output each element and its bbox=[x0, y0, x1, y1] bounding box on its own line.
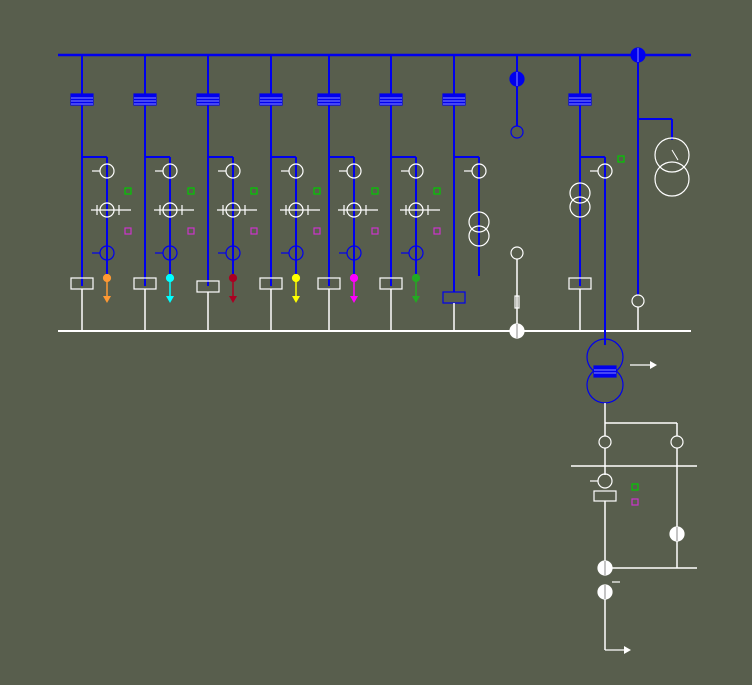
feeder-bay bbox=[259, 55, 321, 331]
breaker-symbol bbox=[590, 473, 613, 489]
current-transformer-icon bbox=[154, 202, 194, 218]
disconnector-symbol bbox=[568, 93, 592, 106]
load-arrow-icon bbox=[291, 273, 301, 303]
current-transformer-icon bbox=[280, 202, 320, 218]
bus-coupler-lower-switch bbox=[510, 246, 524, 260]
current-transformer-icon bbox=[91, 202, 131, 218]
status-indicator-green bbox=[124, 187, 132, 195]
load-arrow-icon bbox=[165, 273, 175, 303]
transformer-incomer-bay bbox=[568, 55, 657, 423]
breaker-symbol bbox=[155, 245, 178, 261]
breaker-symbol bbox=[339, 163, 362, 179]
status-indicator-green bbox=[371, 187, 379, 195]
load-arrow-icon bbox=[228, 273, 238, 303]
status-indicator-green bbox=[433, 187, 441, 195]
status-indicator-green bbox=[313, 187, 321, 195]
status-indicator-green bbox=[617, 155, 625, 163]
disconnector-symbol bbox=[442, 93, 466, 106]
breaker-symbol bbox=[590, 163, 613, 179]
station-breaker-icon bbox=[630, 47, 646, 63]
load-arrow-icon bbox=[349, 273, 359, 303]
lv-switch bbox=[670, 435, 684, 449]
breaker-symbol bbox=[155, 163, 178, 179]
breaker-symbol bbox=[401, 163, 424, 179]
status-indicator-magenta bbox=[313, 227, 321, 235]
status-indicator-green bbox=[187, 187, 195, 195]
lv-feeder-breaker-icon bbox=[597, 584, 613, 600]
load-arrow-icon bbox=[102, 273, 112, 303]
status-indicator-green bbox=[250, 187, 258, 195]
station-transformer-icon bbox=[654, 137, 690, 197]
reserve-disconnector bbox=[442, 291, 466, 304]
outgoing-arrow-icon bbox=[630, 361, 657, 369]
reserve-bus-breaker-icon bbox=[509, 323, 525, 339]
load-arrow-icon bbox=[411, 273, 421, 303]
lv-tie-breaker-icon bbox=[669, 526, 685, 542]
lv-switch bbox=[598, 435, 612, 449]
status-indicator-green bbox=[631, 483, 639, 491]
breaker-symbol bbox=[281, 163, 304, 179]
breaker-symbol bbox=[339, 245, 362, 261]
breaker-symbol bbox=[281, 245, 304, 261]
status-indicator-magenta bbox=[187, 227, 195, 235]
station-transformer-bay bbox=[630, 47, 690, 331]
status-indicator-magenta bbox=[433, 227, 441, 235]
station-switch bbox=[631, 294, 645, 308]
status-indicator-magenta bbox=[371, 227, 379, 235]
feeder-bay bbox=[379, 55, 441, 331]
bus-coupler-switch bbox=[510, 125, 524, 139]
bus-coupler-fuse bbox=[514, 295, 520, 309]
lv-disconnector bbox=[593, 490, 617, 502]
lv-section bbox=[571, 422, 697, 654]
feeder-bay bbox=[196, 55, 258, 331]
lv-outgoing-arrow-icon bbox=[605, 646, 631, 654]
lv-incomer-breaker-icon bbox=[597, 560, 613, 576]
current-transformer-icon bbox=[217, 202, 257, 218]
disconnector-symbol bbox=[317, 93, 341, 106]
feeder-bay bbox=[133, 55, 195, 331]
disconnector-symbol bbox=[379, 93, 403, 106]
current-transformer-icon bbox=[400, 202, 440, 218]
breaker-symbol bbox=[92, 245, 115, 261]
breaker-symbol bbox=[464, 163, 487, 179]
status-indicator-magenta bbox=[250, 227, 258, 235]
bus-coupler-bay bbox=[509, 55, 525, 339]
feeder-bay bbox=[317, 55, 379, 331]
breaker-symbol bbox=[92, 163, 115, 179]
voltage-transformer-icon bbox=[468, 211, 490, 247]
step-down-transformer-icon bbox=[586, 338, 624, 404]
breaker-symbol bbox=[401, 245, 424, 261]
voltage-transformer-bay bbox=[442, 55, 490, 331]
status-indicator-magenta bbox=[631, 498, 639, 506]
breaker-symbol bbox=[218, 245, 241, 261]
disconnector-symbol bbox=[196, 93, 220, 106]
disconnector-symbol bbox=[70, 93, 94, 106]
current-transformer-icon bbox=[338, 202, 378, 218]
status-indicator-magenta bbox=[124, 227, 132, 235]
current-transformer-icon bbox=[569, 182, 591, 218]
bus-coupler-breaker-icon bbox=[509, 71, 525, 87]
disconnector-symbol bbox=[259, 93, 283, 106]
disconnector-symbol bbox=[133, 93, 157, 106]
breaker-symbol bbox=[218, 163, 241, 179]
feeder-bay bbox=[70, 55, 132, 331]
